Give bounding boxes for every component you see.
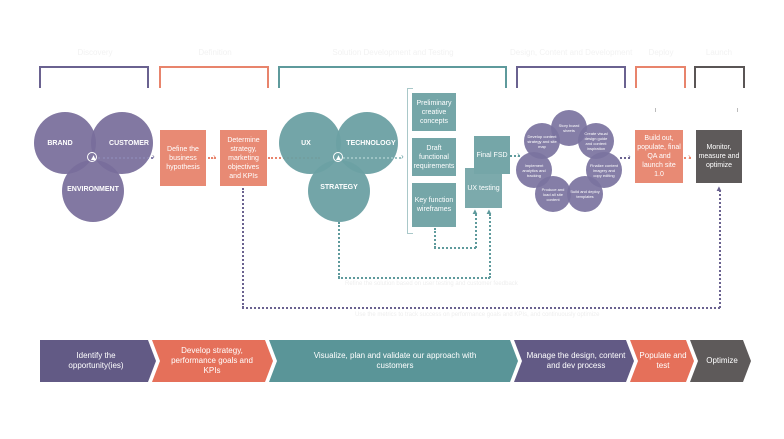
arrow-right-icon: › <box>401 152 404 161</box>
box-determine-strategy: Determine strategy, marketing objectives… <box>220 130 267 186</box>
bracket-deploy <box>635 66 686 88</box>
arrow-right-icon: › <box>688 152 691 161</box>
box-final-fsd: Final FSD <box>474 136 510 174</box>
chevron-shape <box>690 340 751 382</box>
venn-center-node <box>333 152 343 162</box>
kpi-loop-note: Use the metrics to track success on perf… <box>355 312 600 318</box>
box-draft-requirements: Draft functional requirements <box>412 138 456 176</box>
bracket-solution <box>278 66 507 88</box>
arrow-right-icon: › <box>213 152 216 161</box>
connector-line <box>242 307 720 309</box>
phase-label-solution: Solution Development and Testing <box>332 48 454 57</box>
bracket-design <box>516 66 626 88</box>
arrow-right-icon: › <box>517 150 520 159</box>
process-step-develop: Develop strategy, performance goals and … <box>171 346 253 375</box>
connector-line <box>510 155 520 157</box>
bracket-launch <box>694 66 745 88</box>
box-preliminary-concepts: Preliminary creative concepts <box>412 93 456 131</box>
tick-mark <box>737 108 738 112</box>
arrow-up-icon: ▲ <box>715 184 723 193</box>
venn-strategy: STRATEGY <box>308 160 370 222</box>
connector-line <box>684 157 691 159</box>
venn-customer-label: CUSTOMER <box>109 139 149 147</box>
bracket-discovery <box>39 66 149 88</box>
phase-label-deploy: Deploy <box>648 48 674 57</box>
box-define-hypothesis: Define the business hypothesis <box>160 130 206 186</box>
cycle-step: Develop content strategy and site map <box>524 123 560 159</box>
process-step-populate: Populate and test <box>639 351 687 370</box>
connector-line <box>343 157 401 159</box>
chevron-shape <box>152 340 273 382</box>
venn-strategy-label: STRATEGY <box>320 183 358 191</box>
connector-line <box>434 247 476 249</box>
chevron-shape <box>269 340 518 382</box>
connector-line <box>338 222 340 278</box>
connector-line <box>489 214 491 278</box>
venn-environment: ENVIRONMENT <box>62 160 124 222</box>
connector-line <box>719 190 721 308</box>
connector-line <box>338 277 490 279</box>
ux-loop-note: Refine the solution based on user testin… <box>345 281 518 287</box>
chevron-shape <box>514 340 634 382</box>
box-key-wireframes: Key function wireframes <box>412 183 456 227</box>
arrow-right-icon: › <box>152 152 155 161</box>
connector-line <box>475 214 477 248</box>
arrow-up-icon: ▲ <box>471 207 479 216</box>
venn-ux-label: UX <box>301 139 311 147</box>
phase-label-design: Design, Content and Development <box>510 48 633 57</box>
connector-line <box>434 228 436 248</box>
venn-brand-label: BRAND <box>47 139 73 147</box>
venn-center-node <box>87 152 97 162</box>
process-step-visualize: Visualize, plan and validate our approac… <box>313 351 477 370</box>
cycle-step: Build and deploy templates <box>567 176 603 212</box>
box-ux-testing: UX testing <box>465 168 502 208</box>
phase-label-definition: Definition <box>198 48 232 57</box>
connector-line <box>208 157 216 159</box>
connector-line <box>98 157 153 159</box>
arrow-up-icon: ▲ <box>485 207 493 216</box>
venn-technology-label: TECHNOLOGY <box>346 139 396 147</box>
connector-line <box>242 188 244 308</box>
bracket-definition <box>159 66 269 88</box>
box-monitor-optimize: Monitor, measure and optimize <box>696 130 742 183</box>
box-build-populate-launch: Build out, populate, final QA and launch… <box>635 130 683 183</box>
venn-environment-label: ENVIRONMENT <box>67 185 119 193</box>
process-step-optimize: Optimize <box>706 356 738 365</box>
phase-label-discovery: Discovery <box>77 48 113 57</box>
process-step-identify: Identify the opportunity(ies) <box>68 351 124 370</box>
arrow-right-icon: › <box>628 152 631 161</box>
tick-mark <box>655 108 656 112</box>
chevron-shape <box>40 340 156 382</box>
cycle-step: Finalize content imagery and copy editin… <box>586 152 622 188</box>
connector-line <box>620 157 630 159</box>
phase-label-launch: Launch <box>705 48 733 57</box>
chevron-shape <box>630 340 694 382</box>
solution-group-bracket <box>407 88 413 234</box>
process-step-manage: Manage the design, content and dev proce… <box>526 351 626 370</box>
